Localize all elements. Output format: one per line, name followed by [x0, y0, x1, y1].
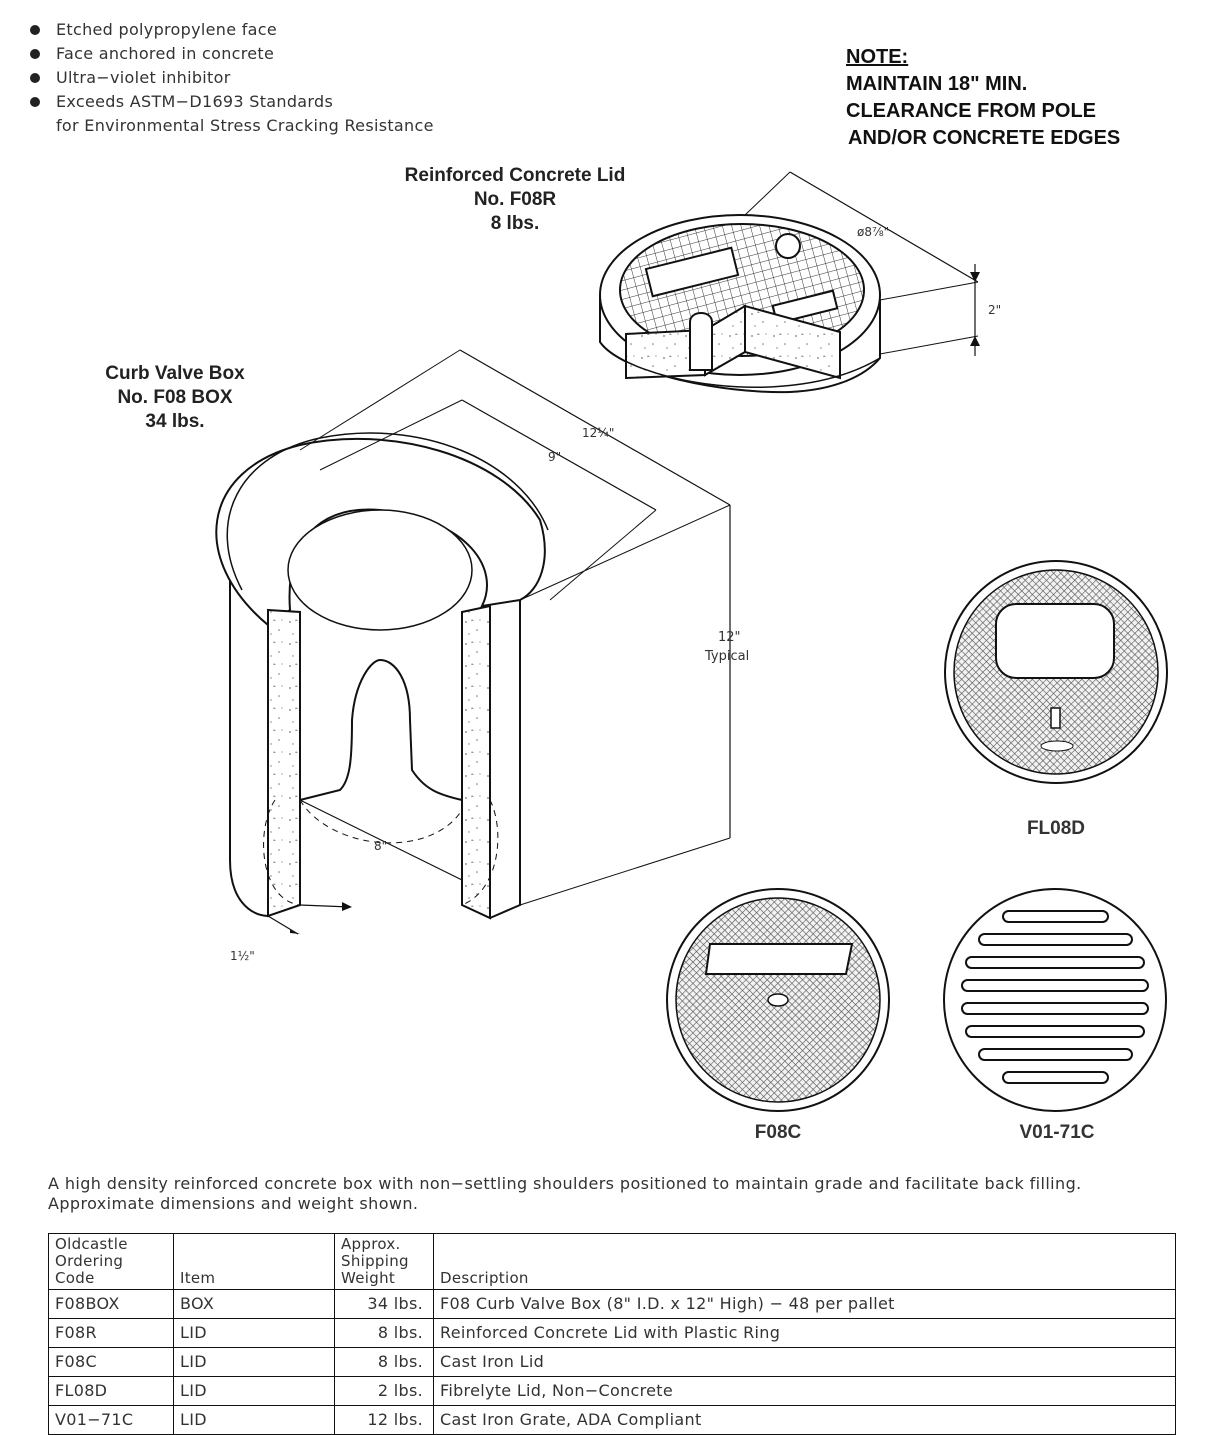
box-label: Curb Valve Box No. F08 BOX 34 lbs.	[105, 363, 245, 432]
table-row: F08C LID 8 lbs. Cast Iron Lid	[48, 1347, 1176, 1377]
note-line: AND/OR CONCRETE EDGES	[848, 127, 1121, 149]
note-line: MAINTAIN 18" MIN.	[846, 73, 1028, 95]
feature-item: Ultra−violet inhibitor	[30, 66, 434, 90]
box-inner-dim: 9"	[548, 450, 561, 464]
box-wall-dim: 1½"	[230, 949, 255, 963]
v01-grate-drawing	[943, 888, 1167, 1112]
table-row: V01−71C LID 12 lbs. Cast Iron Grate, ADA…	[48, 1405, 1176, 1435]
clearance-note: NOTE: MAINTAIN 18" MIN. CLEARANCE FROM P…	[846, 44, 1120, 152]
box-height-note: Typical	[704, 649, 749, 664]
lid-diameter-dim: ø8⅞"	[857, 225, 889, 239]
note-line: CLEARANCE FROM POLE	[846, 100, 1096, 122]
lid-label: Reinforced Concrete Lid No. F08R 8 lbs.	[404, 165, 626, 234]
feature-item: Exceeds ASTM−D1693 Standards for Environ…	[30, 90, 434, 138]
feature-item: Etched polypropylene face	[30, 18, 434, 42]
header-item: Item	[173, 1233, 335, 1290]
feature-list: Etched polypropylene face Face anchored …	[30, 18, 434, 138]
table-row: FL08D LID 2 lbs. Fibrelyte Lid, Non−Conc…	[48, 1376, 1176, 1406]
caption-v01-71c: V01-71C	[1019, 1122, 1095, 1143]
drawings: ø8⅞" 2" 12¼" 9" 12" Typical 8" 1½"	[215, 171, 1168, 1112]
caption-f08c: F08C	[754, 1122, 802, 1143]
box-opening-dim: 8"	[374, 839, 387, 853]
description-paragraph: A high density reinforced concrete box w…	[48, 1174, 1082, 1213]
valve-box-drawing	[215, 349, 731, 935]
header-weight: Approx. Shipping Weight	[334, 1233, 434, 1290]
feature-item: Face anchored in concrete	[30, 42, 434, 66]
f08c-lid-drawing	[666, 888, 890, 1112]
table-row: F08R LID 8 lbs. Reinforced Concrete Lid …	[48, 1318, 1176, 1348]
header-description: Description	[433, 1233, 1176, 1290]
caption-fl08d: FL08D	[1026, 818, 1086, 839]
fl08d-lid-drawing	[944, 560, 1168, 784]
box-height-dim: 12"	[718, 630, 741, 645]
note-heading: NOTE:	[846, 46, 909, 68]
lid-height-dim: 2"	[988, 303, 1001, 317]
table-row: F08BOX BOX 34 lbs. F08 Curb Valve Box (8…	[48, 1289, 1176, 1319]
header-code: Oldcastle Ordering Code	[48, 1233, 174, 1290]
ordering-table: Oldcastle Ordering Code Item Approx. Shi…	[48, 1233, 1176, 1435]
concrete-lid-drawing	[599, 171, 980, 394]
table-header-row: Oldcastle Ordering Code Item Approx. Shi…	[48, 1233, 1176, 1290]
box-outer-dim: 12¼"	[582, 426, 614, 440]
